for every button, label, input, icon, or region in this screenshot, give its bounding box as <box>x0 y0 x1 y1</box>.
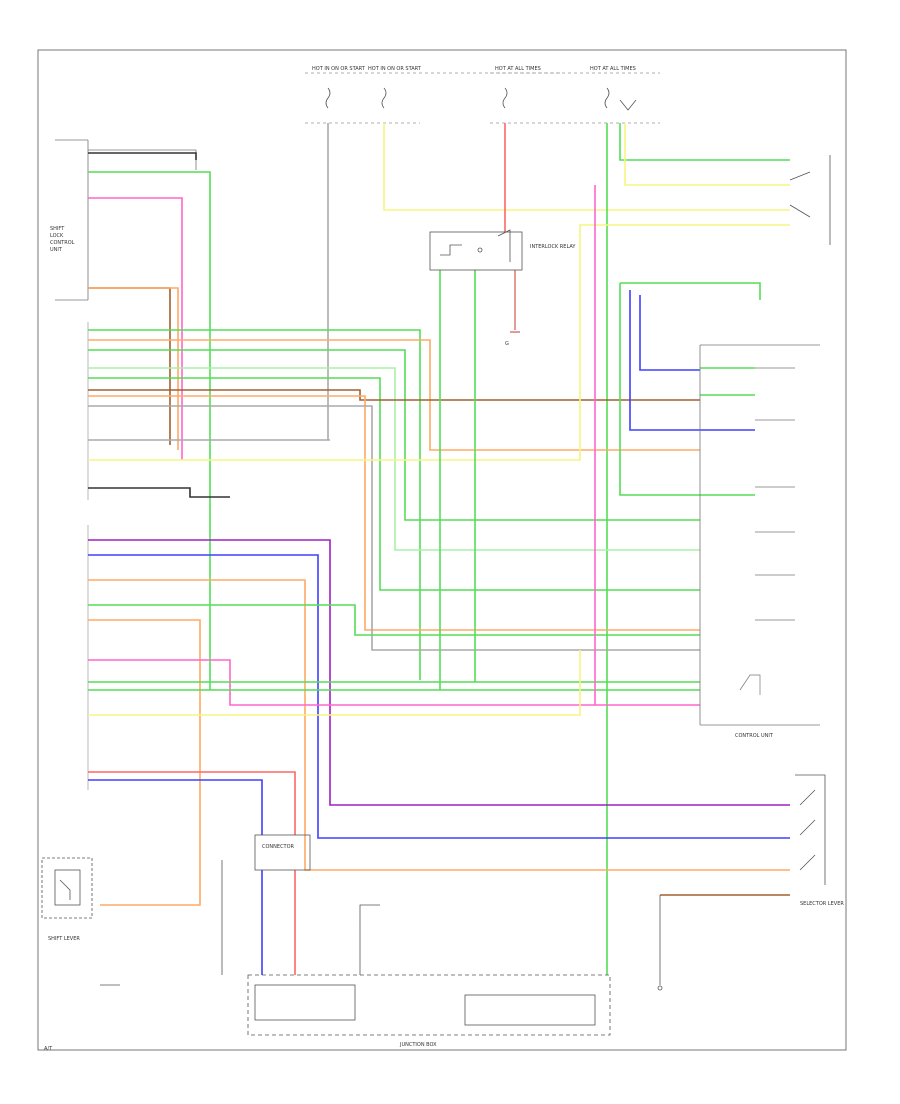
shift-lever-label: SHIFT LEVER <box>48 936 80 942</box>
top-fuse-1-label: HOT IN ON OR START <box>312 66 366 72</box>
wire-yellow-6 <box>383 123 790 211</box>
connector-label: CONNECTOR <box>262 844 295 850</box>
wire-yellow-30 <box>88 650 581 716</box>
diagram-frame <box>37 49 847 1051</box>
wire-orange-4 <box>88 287 179 450</box>
junction-box <box>247 904 611 1036</box>
control-unit-box <box>699 344 820 726</box>
wire-orange-26 <box>88 619 201 906</box>
wire-orange-17 <box>88 395 700 631</box>
wire-orange-24 <box>88 579 790 871</box>
wire-black-21 <box>88 487 230 498</box>
right-bottom-switch <box>795 774 826 885</box>
wire-brown-3 <box>88 287 171 445</box>
interlock-relay <box>429 229 523 271</box>
wire-brown-16 <box>88 389 700 401</box>
top-fuse-4-label: HOT AT ALL TIMES <box>590 66 636 72</box>
bottom-left-switch <box>41 857 93 919</box>
fuse-symbols <box>325 87 637 111</box>
wire-blue-38 <box>639 295 700 371</box>
bottom-ground <box>100 895 663 991</box>
control-unit-label: CONTROL UNIT <box>735 733 774 739</box>
wire-green-13 <box>88 349 700 521</box>
wire-orange-12 <box>88 339 700 451</box>
connector-mid <box>254 834 311 871</box>
top-fuse-2-label: HOT IN ON OR START <box>368 66 422 72</box>
wire-green-9 <box>619 123 790 161</box>
right-top-switch <box>789 155 831 245</box>
solenoids <box>739 367 795 695</box>
wire-red-31 <box>88 771 296 835</box>
wire-blue-23 <box>88 554 790 839</box>
wire-layer <box>88 123 790 975</box>
top-fuse-blocks <box>305 72 660 124</box>
wire-blue-32 <box>88 779 263 835</box>
ground-symbol <box>510 270 520 333</box>
interlock-relay-label: INTERLOCK RELAY <box>530 244 576 250</box>
ground-label: G <box>505 341 509 347</box>
wire-green-36 <box>620 282 761 300</box>
left-module-top <box>55 139 197 301</box>
wire-green-1 <box>88 171 211 690</box>
top-fuse-3-label: HOT AT ALL TIMES <box>495 66 541 72</box>
junction-box-label: JUNCTION BOX <box>399 1042 437 1048</box>
wire-green-15 <box>88 377 700 591</box>
wire-blue-37 <box>629 290 700 431</box>
wire-gray-18 <box>88 405 700 651</box>
wire-pink-2 <box>88 197 183 460</box>
wire-violet-22 <box>88 539 790 806</box>
wire-yellow-20 <box>88 224 790 461</box>
selector-lever-label: SELECTOR LEVER <box>800 901 844 907</box>
wire-green-11 <box>88 329 421 680</box>
wire-green-39 <box>619 283 700 496</box>
wire-black-0 <box>88 152 197 160</box>
corner-label: A/T <box>44 1046 53 1052</box>
wire-light_green-14 <box>88 367 700 551</box>
wire-yellow-10 <box>624 123 790 186</box>
wire-green-25 <box>88 604 700 636</box>
